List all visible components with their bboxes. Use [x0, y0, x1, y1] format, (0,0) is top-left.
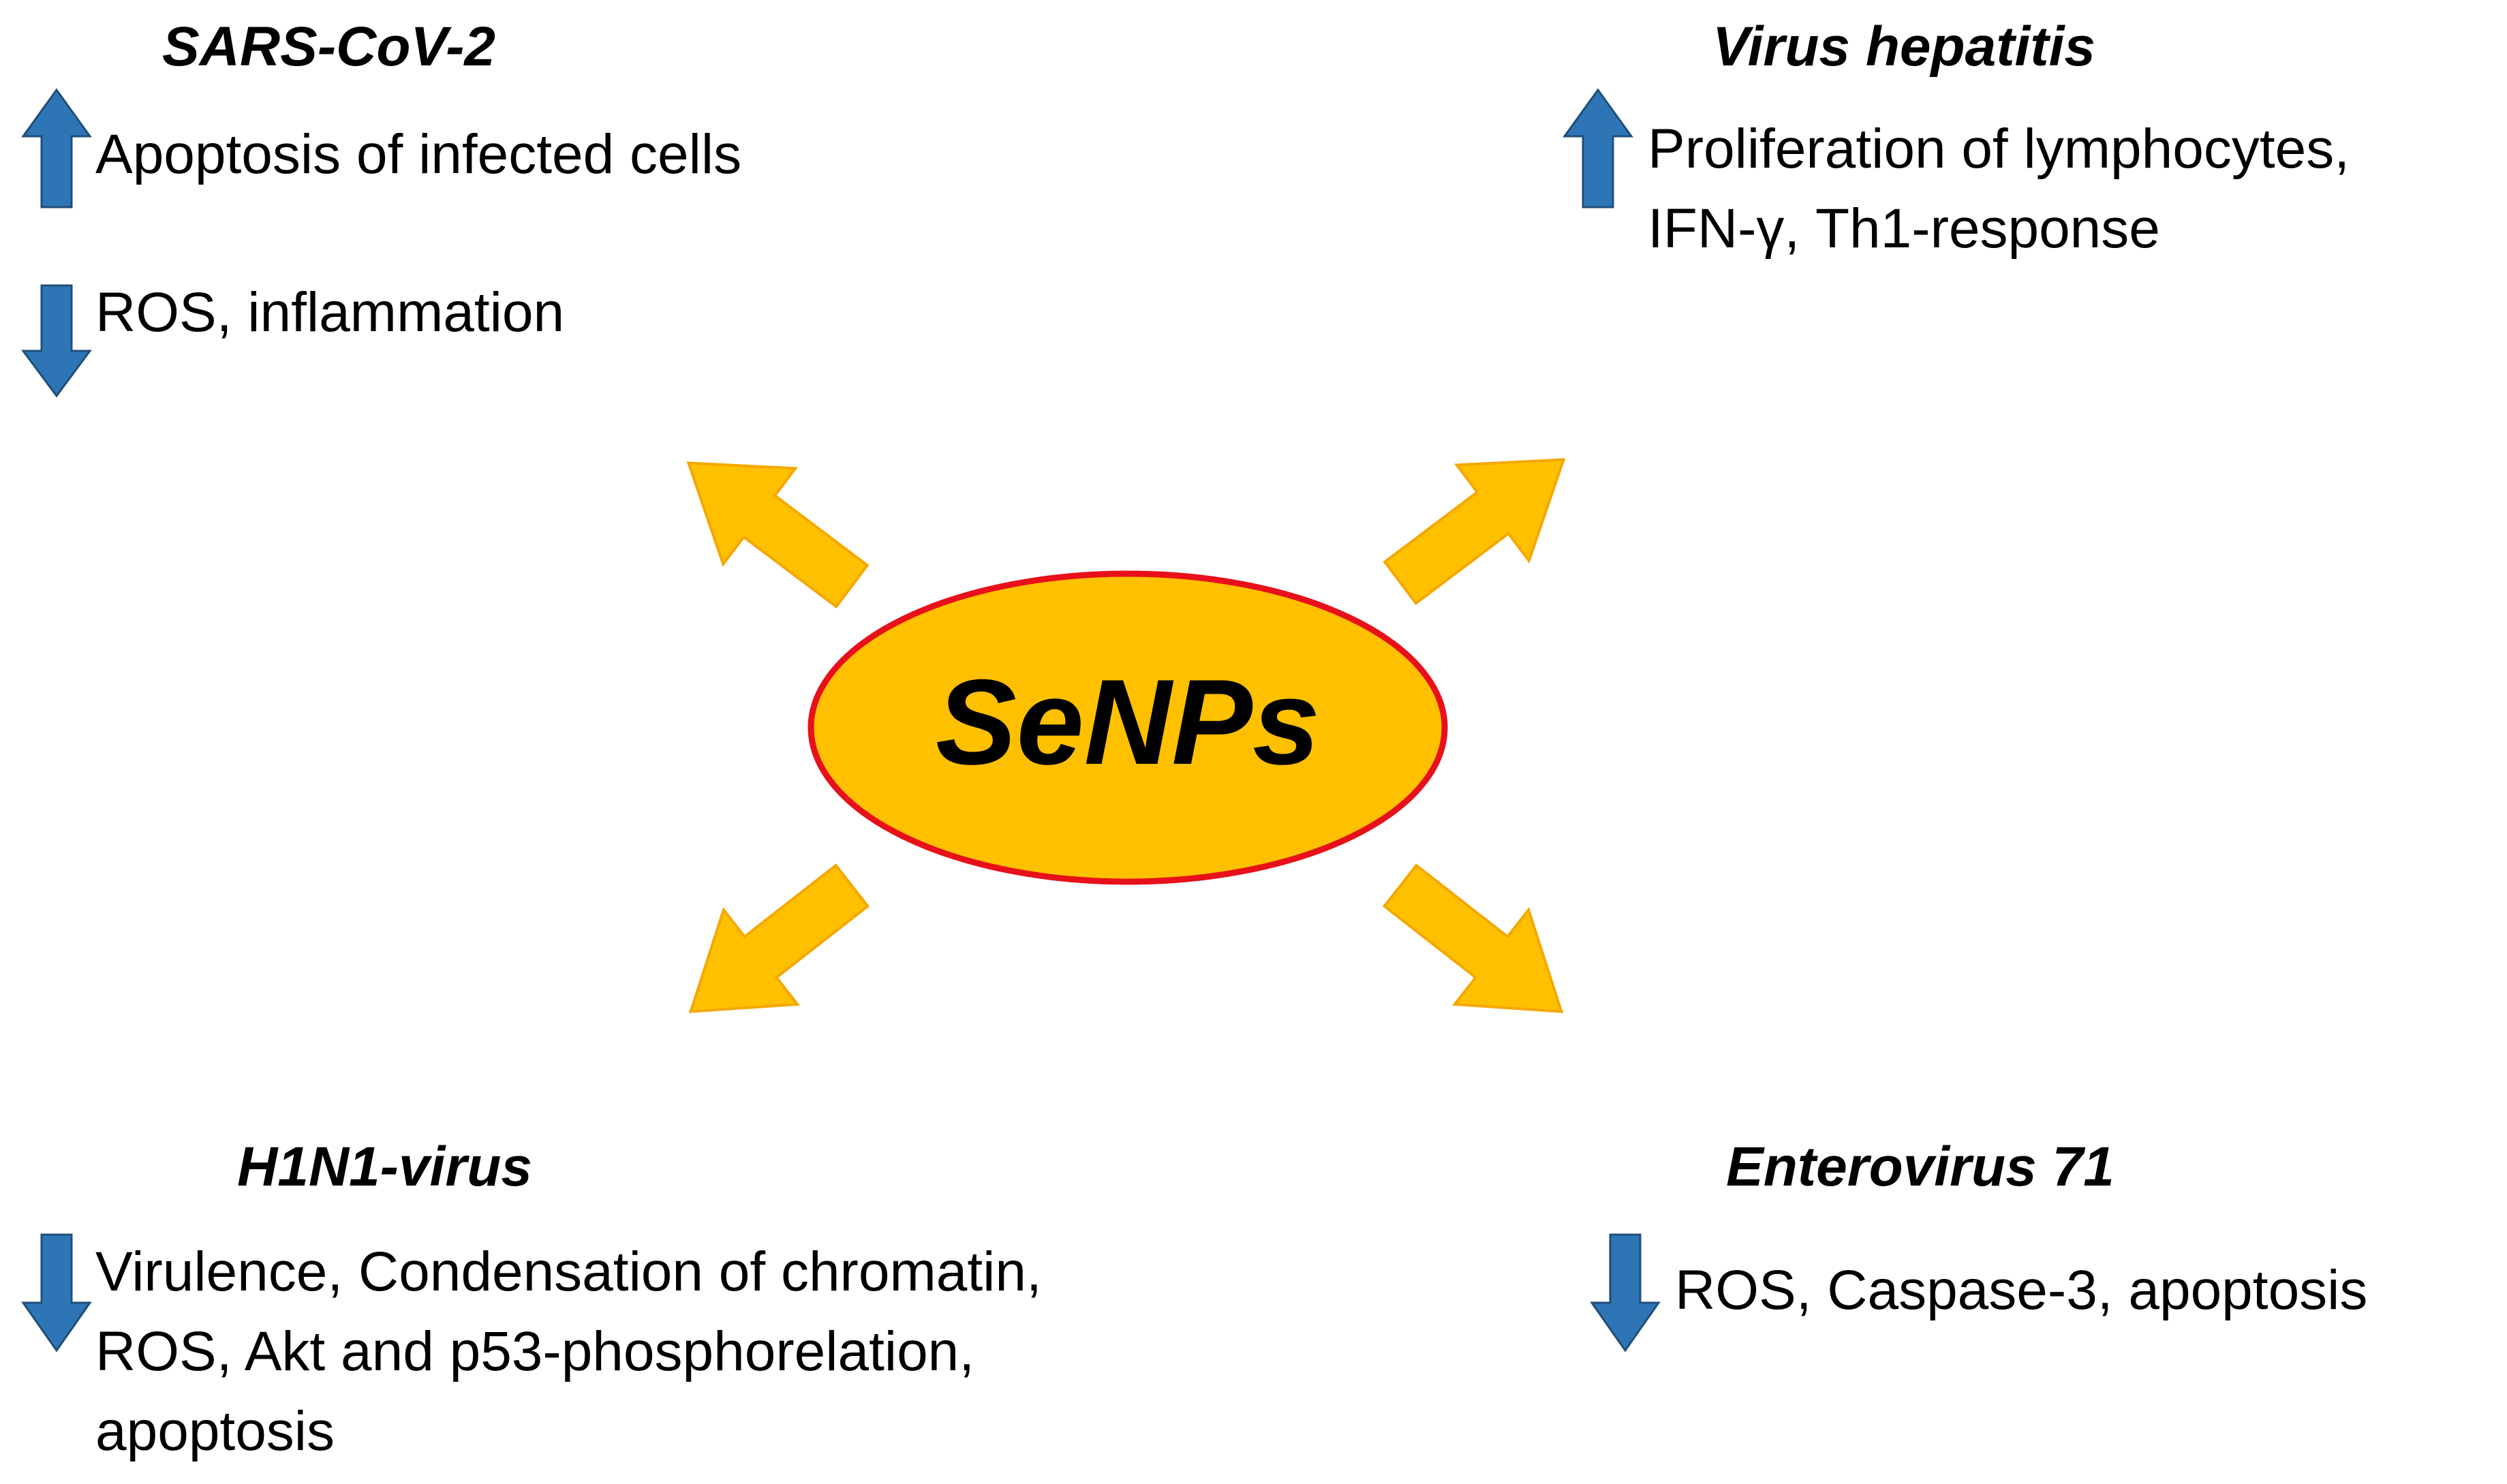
effect-line: Virulence, Condensation of chromatin, [95, 1241, 1042, 1303]
effect-sars-up: Apoptosis of infected cells [95, 114, 741, 194]
title-sars-cov-2: SARS-CoV-2 [162, 16, 495, 78]
effect-sars-down: ROS, inflammation [95, 273, 564, 352]
effect-enterovirus-down: ROS, Caspase-3, apoptosis [1675, 1250, 2367, 1330]
down-arrow-icon [21, 1233, 92, 1352]
title-h1n1-virus: H1N1-virus [237, 1136, 532, 1198]
effect-line: ROS, Caspase-3, apoptosis [1675, 1259, 2368, 1321]
effect-line: ROS, Akt and p53-phosphorelation, [95, 1320, 975, 1382]
down-arrow-icon [21, 284, 92, 398]
effect-h1n1-down: Virulence, Condensation of chromatin, RO… [95, 1232, 1042, 1471]
effect-line: ROS, inflammation [95, 281, 565, 343]
effect-hepatitis-up: Proliferation of lymphocytes, IFN-γ, Th1… [1648, 109, 2350, 268]
title-enterovirus-71: Enterovirus 71 [1726, 1136, 2114, 1198]
effect-line: Apoptosis of infected cells [95, 123, 742, 185]
up-arrow-icon [21, 88, 92, 208]
effect-line: IFN-γ, Th1-response [1648, 198, 2160, 260]
center-ellipse [808, 570, 1448, 885]
center-label: SeNPs [936, 654, 1320, 790]
down-arrow-icon [1590, 1233, 1661, 1352]
up-arrow-icon [1563, 88, 1633, 208]
title-virus-hepatitis: Virus hepatitis [1712, 16, 2095, 78]
effect-line: Proliferation of lymphocytes, [1648, 118, 2350, 180]
effect-line: apoptosis [95, 1400, 335, 1462]
